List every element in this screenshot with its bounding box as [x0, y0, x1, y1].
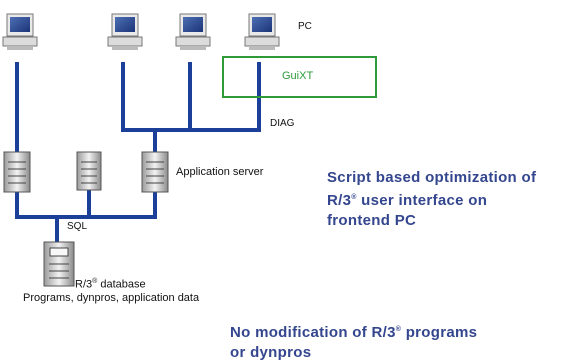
pc-icon	[107, 13, 143, 50]
pc-label: PC	[298, 21, 312, 32]
server-icon	[3, 151, 31, 193]
optimization-statement: Script based optimization of R/3® user i…	[327, 168, 536, 231]
optimization-line-1: Script based optimization of	[327, 169, 537, 186]
optimization-line-2: R/3® user interface on	[327, 192, 488, 209]
sql-label: SQL	[67, 221, 88, 232]
database-contents-label: Programs, dynpros, application data	[23, 292, 200, 304]
no-modification-line-1: No modification of R/3® programs	[230, 324, 478, 341]
no-modification-statement: No modification of R/3® programs or dynp…	[230, 320, 477, 363]
pc-icon	[2, 13, 38, 50]
database-label: R/3® database	[75, 278, 146, 291]
guixt-label: GuiXT	[282, 70, 314, 82]
network-lines	[15, 62, 261, 243]
database-server-icon	[43, 241, 75, 287]
no-modification-line-2: or dynpros	[230, 344, 312, 361]
diag-label: DIAG	[270, 118, 295, 129]
optimization-line-3: frontend PC	[327, 212, 417, 229]
pc-icon	[175, 13, 211, 50]
pc-icon	[244, 13, 280, 50]
application-server-label: Application server	[176, 166, 264, 178]
server-icon	[141, 151, 169, 193]
server-icon	[76, 151, 102, 191]
guixt-box: GuiXT	[222, 56, 377, 98]
